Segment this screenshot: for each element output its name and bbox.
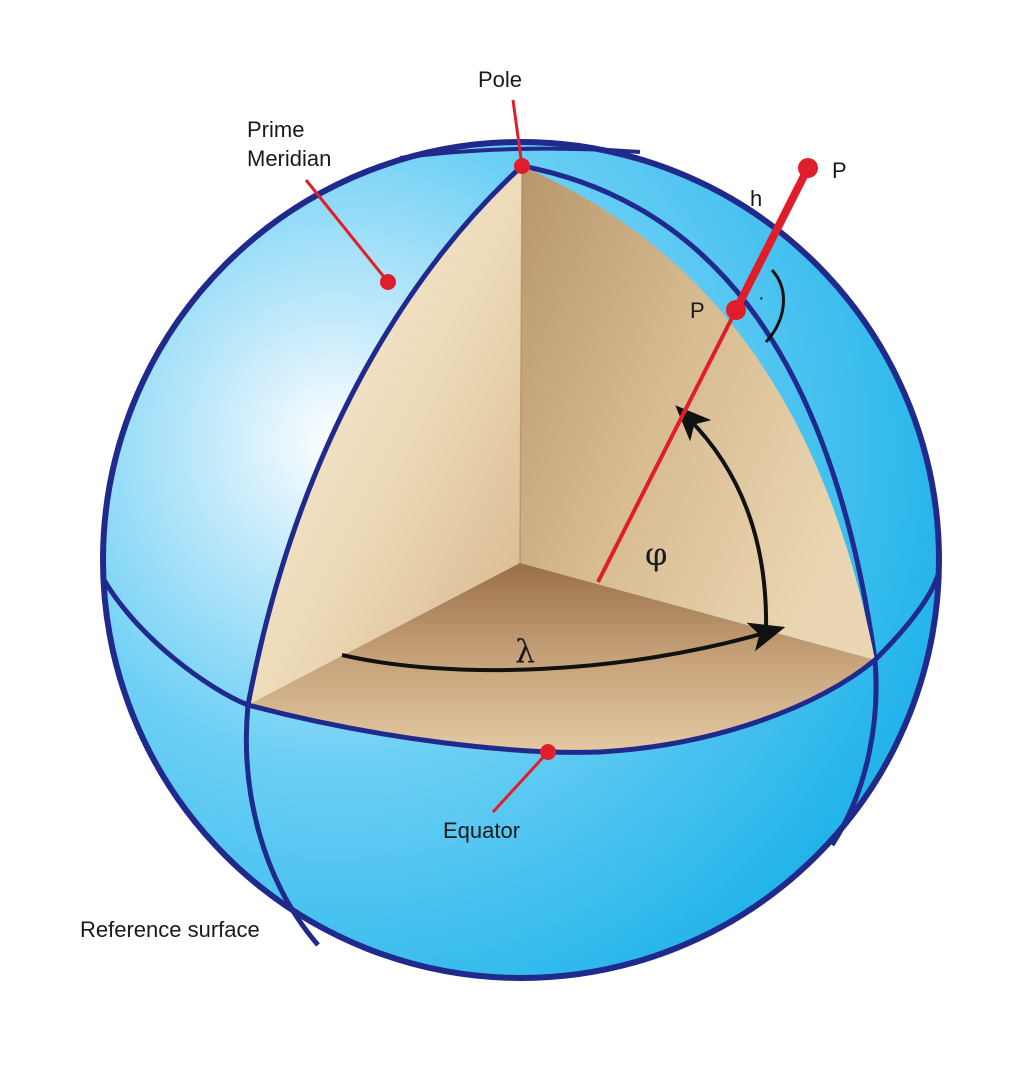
equator-label: Equator bbox=[443, 818, 520, 843]
point-outer-label: P bbox=[832, 158, 847, 183]
normal-line-height bbox=[732, 166, 812, 312]
point-outer-marker bbox=[798, 158, 818, 178]
cutaway-left-face bbox=[248, 166, 522, 705]
right-angle-arc bbox=[764, 268, 785, 344]
longitude-arc bbox=[341, 622, 786, 673]
prime-meridian-leader bbox=[304, 179, 390, 283]
cutaway-vertical-edge bbox=[519, 165, 523, 564]
labels: Pole Prime Meridian P h P · φ λ Equator … bbox=[80, 67, 847, 942]
right-angle-dot: · bbox=[758, 287, 765, 309]
pole-leader bbox=[511, 99, 524, 167]
equator-leader bbox=[491, 750, 550, 814]
point-surface-marker bbox=[726, 300, 746, 320]
reference-surface-label: Reference surface bbox=[80, 917, 260, 942]
sphere-outline bbox=[100, 139, 942, 981]
prime-meridian-label-line2: Meridian bbox=[247, 146, 331, 171]
pole-marker bbox=[514, 158, 530, 174]
prime-meridian-label-line1: Prime bbox=[247, 117, 304, 142]
equator-line bbox=[101, 574, 941, 755]
sphere-outlines bbox=[100, 139, 942, 981]
prime-meridian-line bbox=[243, 164, 524, 947]
latitude-label: φ bbox=[645, 535, 667, 573]
height-label: h bbox=[750, 186, 762, 211]
cutaway-floor bbox=[248, 563, 875, 753]
normal-line-inner bbox=[596, 309, 738, 583]
equator-marker bbox=[540, 744, 556, 760]
pole-label: Pole bbox=[478, 67, 522, 92]
normal-vector bbox=[596, 158, 818, 583]
latitude-arc bbox=[675, 405, 769, 633]
longitude-label: λ bbox=[515, 632, 535, 670]
leader-lines bbox=[304, 99, 556, 814]
back-meridian-arc bbox=[521, 163, 878, 661]
prime-meridian-marker bbox=[380, 274, 396, 290]
point-surface-label: P bbox=[690, 298, 705, 323]
